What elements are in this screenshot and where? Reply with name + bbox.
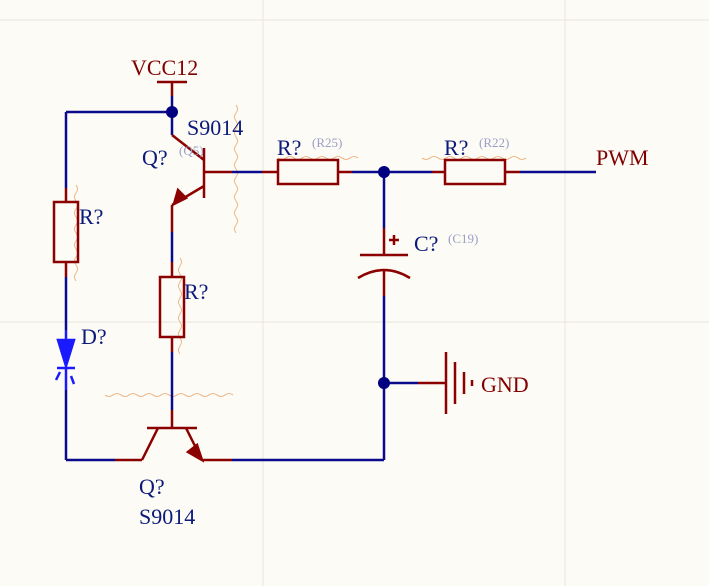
c19-designator: (C19) — [448, 231, 478, 246]
r25-designator: (R25) — [312, 135, 342, 150]
resistor-r-left[interactable] — [52, 188, 80, 277]
junction-pwm-node — [378, 166, 390, 178]
led-d[interactable] — [54, 330, 76, 390]
q-top-ref: Q? — [142, 145, 168, 170]
r25-ref: R? — [277, 135, 301, 160]
r-emitter-ref: R? — [184, 279, 208, 304]
junction-vcc — [166, 106, 178, 118]
resistor-r-emitter[interactable] — [158, 262, 186, 352]
r22-ref: R? — [444, 135, 468, 160]
gnd-label: GND — [481, 372, 529, 397]
transistor-q-bottom[interactable] — [115, 410, 232, 463]
q-bottom-value: S9014 — [139, 504, 195, 529]
c19-ref: C? — [414, 231, 438, 256]
junctions — [166, 106, 390, 389]
resistor-r25[interactable] — [262, 158, 352, 186]
q-top-value: S9014 — [187, 115, 243, 140]
transistor-q-top[interactable] — [170, 134, 232, 232]
r-left-ref: R? — [79, 204, 103, 229]
d-ref: D? — [81, 324, 107, 349]
capacitor-c19[interactable] — [357, 228, 411, 296]
r22-designator: (R22) — [479, 135, 509, 150]
gnd-power-port[interactable] — [418, 352, 474, 414]
vcc-power-port[interactable] — [157, 80, 187, 96]
q-top-designator: (Q5) — [179, 143, 204, 158]
vcc-label: VCC12 — [131, 55, 198, 80]
wires — [64, 96, 596, 462]
junction-gnd — [378, 377, 390, 389]
q-bottom-ref: Q? — [139, 474, 165, 499]
pwm-net-label[interactable]: PWM — [596, 145, 649, 170]
resistor-r22[interactable] — [432, 158, 520, 186]
